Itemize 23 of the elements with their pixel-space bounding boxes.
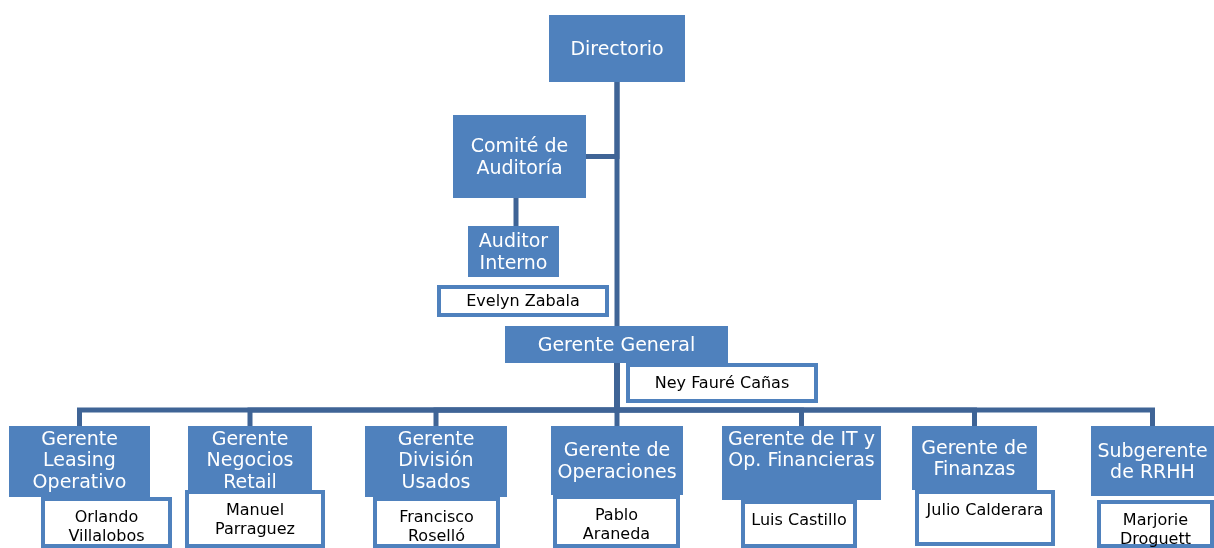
position-box: Gerente División Usados (365, 426, 507, 497)
name-box: Marjorie Droguett (1097, 500, 1214, 548)
position-box: Directorio (549, 15, 685, 82)
position-box: Comité de Auditoría (453, 115, 586, 198)
connector-line (614, 82, 620, 326)
position-box: Gerente Negocios Retail (188, 426, 312, 490)
name-box: Evelyn Zabala (437, 285, 609, 317)
position-box: Auditor Interno (468, 226, 559, 277)
name-box: Luis Castillo (741, 500, 857, 548)
connector-line (513, 198, 519, 226)
position-box: Gerente de Operaciones (551, 426, 683, 495)
name-box: Orlando Villalobos (41, 497, 172, 548)
connector-line (614, 363, 1155, 426)
name-box: Pablo Araneda (553, 495, 680, 548)
name-box: Ney Fauré Cañas (626, 363, 818, 403)
name-box: Manuel Parraguez (185, 490, 325, 548)
position-box: Gerente de Finanzas (912, 426, 1037, 490)
position-box: Subgerente de RRHH (1091, 426, 1214, 496)
name-box: Julio Calderara (915, 490, 1055, 546)
name-box: Francisco Roselló (373, 497, 500, 548)
position-box: Gerente de IT y Op. Financieras (722, 426, 881, 500)
position-box: Gerente Leasing Operativo (9, 426, 150, 497)
position-box: Gerente General (505, 326, 728, 363)
